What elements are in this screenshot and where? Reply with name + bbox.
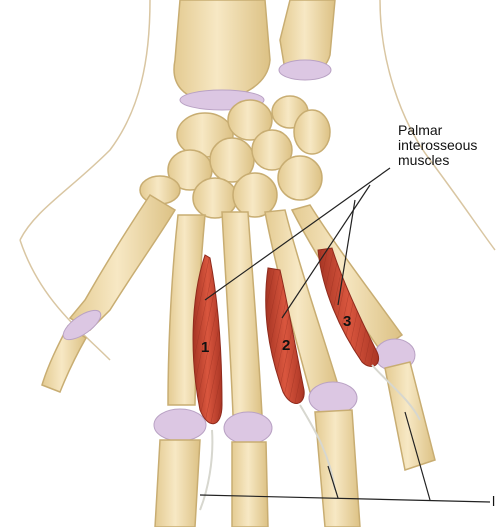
forearm-bones [174,0,335,100]
bottom-callout-label: l [492,494,495,508]
muscle-number-3: 3 [343,313,351,330]
callout-label-line-3: muscles [398,153,449,167]
thumb-bones [42,195,175,392]
callout-label-line-1: Palmar [398,123,442,137]
carpal-bones [140,96,330,218]
callout-label-line-2: interosseous [398,138,477,152]
muscle-number-2: 2 [282,337,290,354]
muscle-number-1: 1 [201,339,209,356]
ulna-cartilage [279,60,331,80]
